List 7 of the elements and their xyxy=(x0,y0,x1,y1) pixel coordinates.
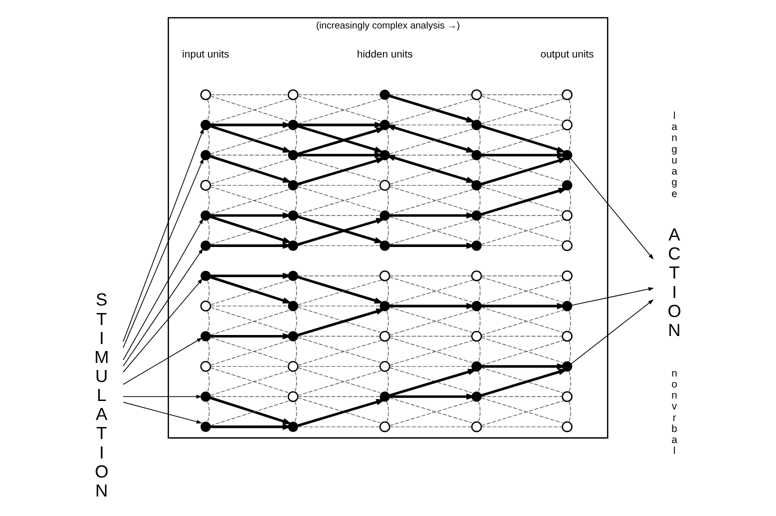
label: language xyxy=(672,110,678,200)
label: output units xyxy=(540,50,594,61)
node-text: ACTION xyxy=(668,224,682,340)
label: hidden units xyxy=(357,50,413,61)
label: input units xyxy=(182,50,230,61)
label: nonvrbal xyxy=(672,368,678,458)
node-text: STIMULATION xyxy=(94,290,109,500)
